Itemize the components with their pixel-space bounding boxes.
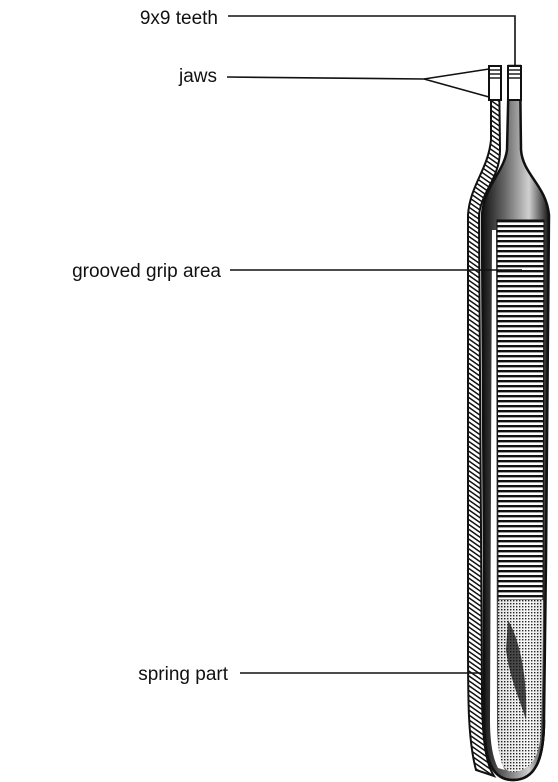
leader-jaws-stem (227, 77, 424, 79)
label-grip: grooved grip area (72, 261, 221, 282)
callout-spring: spring part (138, 664, 482, 685)
leader-teeth (228, 16, 515, 66)
leader-jaws-upper (424, 69, 489, 79)
grooved-grip-region (497, 220, 544, 600)
forceps-jaws (489, 66, 521, 100)
label-teeth: 9x9 teeth (140, 8, 218, 29)
leader-jaws-lower (424, 79, 489, 97)
jaw-left (489, 66, 501, 100)
callout-grip: grooved grip area (72, 261, 522, 282)
callout-jaws: jaws (178, 66, 489, 97)
label-spring: spring part (138, 664, 228, 685)
label-jaws: jaws (178, 66, 217, 87)
jaw-right (508, 66, 521, 100)
callout-teeth: 9x9 teeth (140, 8, 515, 66)
